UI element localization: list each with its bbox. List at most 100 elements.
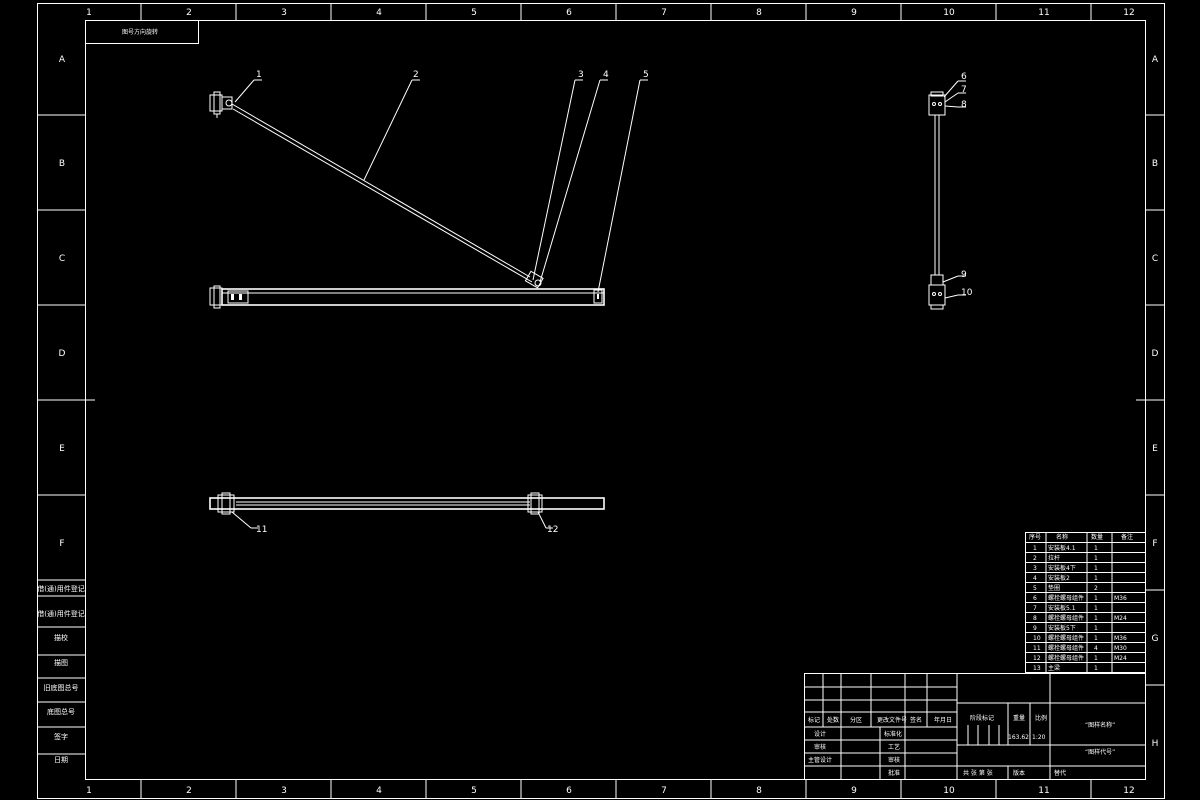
bom-cell: 安装板5.1 [1048,604,1076,612]
col-label: 5 [471,786,477,796]
row-label: B [59,159,65,169]
main-beam [221,288,605,306]
row-labels-left: A B C D E F [59,55,66,549]
bom-header: 备注 [1121,533,1133,541]
col-label: 3 [281,786,287,796]
role2-label: 审核 [888,756,900,764]
version-label: 版本 [1013,769,1025,777]
top-view-balloons: 11 12 [256,525,558,535]
rev-header: 标记 [808,716,820,724]
col-label: 1 [86,786,92,796]
col-label: 7 [661,8,667,18]
bom-cell: 1 [1094,635,1098,642]
bom-cell: M24 [1114,615,1127,622]
left-info-labels: 借(通)用件登记 借(通)用件登记 描校 描图 旧底图总号 底图总号 签字 日期 [37,584,84,764]
bom-cell: 1 [1094,655,1098,662]
col-label: 9 [851,786,857,796]
bom-cell: 1 [1094,615,1098,622]
rev-header: 签名 [910,716,922,724]
row-label: A [1152,55,1159,65]
bom-cell: 3 [1033,565,1037,572]
balloon-5: 5 [643,70,649,80]
balloon-1: 1 [256,70,262,80]
balloon-6: 6 [961,72,967,82]
scale-value: 1:20 [1032,734,1046,741]
col-label: 12 [1123,786,1134,796]
col-label: 3 [281,8,287,18]
bom-cell: 螺栓螺母组件 [1048,654,1084,662]
row-label: E [59,444,65,454]
role-label: 审核 [814,743,826,751]
bom-header: 数量 [1091,533,1103,541]
weight-value: 163.62 [1008,734,1029,741]
col-label: 8 [756,786,762,796]
replace-label: 替代 [1054,769,1066,777]
col-label: 6 [566,8,572,18]
rev-header: 分区 [850,716,862,724]
role-label: 主管设计 [808,756,832,764]
bom-cell: 垫圈 [1048,584,1060,592]
drawing-name: “图样名称” [1085,721,1115,729]
col-label: 11 [1038,786,1049,796]
col-label: 1 [86,8,92,18]
bom-cell: 安装板4.1 [1048,544,1076,552]
bom-cell: 6 [1033,595,1037,602]
row-label: B [1152,159,1158,169]
inner-border [85,20,1146,780]
row-label: F [1152,539,1157,549]
bom-cell: 1 [1094,565,1098,572]
bom-cell: 4 [1094,645,1098,652]
col-label: 5 [471,8,477,18]
title-block [804,673,1146,780]
col-label: 10 [943,786,955,796]
balloon-4: 4 [603,70,609,80]
bom-cell: M24 [1114,655,1127,662]
bom-cell: 1 [1094,605,1098,612]
tie-rod [231,103,531,278]
bom-cell: 2 [1094,585,1098,592]
weight-label: 重量 [1013,714,1025,722]
col-label: 4 [376,786,382,796]
drawing-code: “图样代号” [1085,748,1115,756]
left-info-text: 日期 [54,756,68,764]
left-info-text: 签字 [54,732,68,741]
bom-cell: 13 [1033,665,1041,672]
row-label: F [59,539,64,549]
bom-cell: M36 [1114,595,1127,602]
col-label: 9 [851,8,857,18]
bom-cell: 安装板5下 [1048,624,1076,632]
bom-cell: 7 [1033,605,1037,612]
orientation-label-box [85,20,199,44]
row-label: C [1152,254,1158,264]
stage-label: 阶段标记 [970,714,994,722]
column-ticks [140,3,1092,799]
col-label: 2 [186,8,192,18]
row-label: H [1152,739,1159,749]
left-info-text: 借(通)用件登记 [37,584,84,593]
row-label: G [1152,634,1159,644]
scale-label: 比例 [1035,714,1047,722]
column-labels-bottom: 1 2 3 4 5 6 7 8 9 10 11 12 [86,786,1135,796]
bom-cell: 螺栓螺母组件 [1048,644,1084,652]
left-info-text: 描校 [54,633,68,642]
bom-cell: 5 [1033,585,1037,592]
bom-cell: 1 [1094,595,1098,602]
bom-cell: 螺栓螺母组件 [1048,634,1084,642]
bom-cell: 9 [1033,625,1037,632]
balloon-11: 11 [256,525,267,535]
balloon-3: 3 [578,70,584,80]
bom-cell: M36 [1114,635,1127,642]
top-view [209,492,605,529]
side-view [928,80,966,310]
col-label: 10 [943,8,955,18]
role-label: 设计 [814,730,826,738]
front-view-balloons: 1 2 3 4 5 [256,70,649,80]
bom-cell: 8 [1033,615,1037,622]
left-info-text: 借(通)用件登记 [37,609,84,618]
bom-cell: 主梁 [1048,664,1060,672]
bom-cell: M30 [1114,645,1127,652]
bom-cell: 11 [1033,645,1041,652]
bom-cell: 1 [1094,665,1098,672]
